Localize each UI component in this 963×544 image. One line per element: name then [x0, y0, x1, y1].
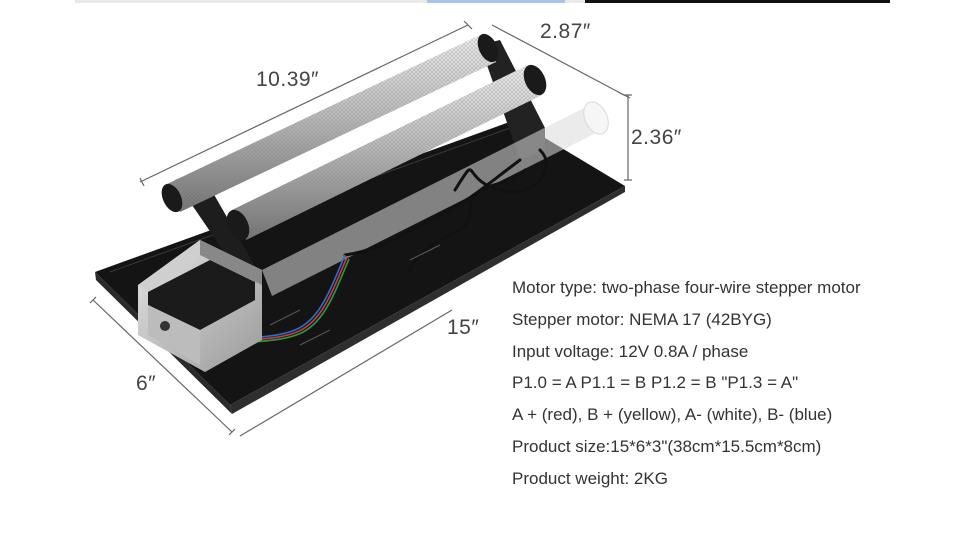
dimension-lines [89, 20, 632, 437]
spec-product-size: Product size:15*6*3"(38cm*15.5cm*8cm) [512, 436, 822, 456]
spec-pin-mapping: P1.0 = A P1.1 = B P1.2 = B "P1.3 = A" [512, 373, 799, 393]
spec-wire-colors: A + (red), B + (yellow), A- (white), B- … [512, 405, 833, 425]
stepper-motor [138, 240, 262, 372]
front-roller [226, 64, 547, 241]
clear-tube [262, 101, 609, 296]
cables [343, 148, 548, 272]
spec-stepper-motor: Stepper motor: NEMA 17 (42BYG) [512, 309, 772, 329]
spec-input-voltage: Input voltage: 12V 0.8A / phase [512, 341, 749, 361]
plate-slots [269, 244, 441, 346]
spec-list: Motor type: two-phase four-wire stepper … [512, 276, 861, 499]
top-strip-dark [585, 0, 890, 3]
dimension-width-label: 2.87″ [540, 20, 591, 43]
rear-roller [161, 33, 499, 213]
dimension-length-label: 10.39″ [256, 68, 319, 91]
top-strip [75, 0, 890, 3]
top-strip-accent [427, 0, 565, 3]
dimension-base-length-label: 15″ [447, 316, 480, 339]
spec-motor-type: Motor type: two-phase four-wire stepper … [512, 278, 861, 297]
dimension-height-label: 2.36″ [631, 126, 682, 149]
dimension-base-width-label: 6″ [136, 372, 157, 395]
spec-product-weight: Product weight: 2KG [512, 468, 668, 488]
